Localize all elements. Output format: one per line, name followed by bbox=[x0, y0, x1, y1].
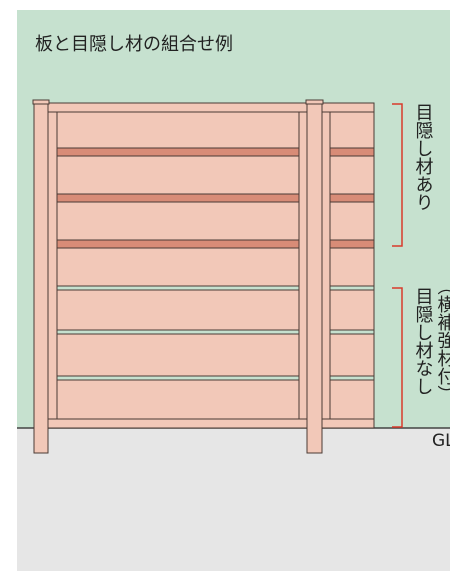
fence-post-left bbox=[33, 101, 49, 454]
board-gap bbox=[329, 375, 375, 381]
screen-batten bbox=[56, 239, 300, 249]
board bbox=[329, 333, 375, 377]
board bbox=[329, 247, 375, 287]
screen-batten bbox=[329, 193, 375, 203]
bracket-with-screen bbox=[392, 103, 403, 247]
board bbox=[329, 289, 375, 331]
bottom-rail bbox=[47, 418, 375, 429]
screen-batten bbox=[56, 193, 300, 203]
board-gap bbox=[329, 329, 375, 335]
label-reinforcement: （横補強材付） bbox=[435, 277, 450, 403]
ground-level-label: GL bbox=[432, 431, 450, 451]
board bbox=[329, 155, 375, 195]
post-cap bbox=[305, 99, 324, 105]
board bbox=[329, 111, 375, 149]
page-title: 板と目隠し材の組合せ例 bbox=[35, 34, 233, 55]
board bbox=[56, 155, 300, 195]
board bbox=[56, 111, 300, 149]
board-gap bbox=[329, 285, 375, 291]
board bbox=[56, 289, 300, 331]
board bbox=[56, 201, 300, 241]
board bbox=[329, 379, 375, 420]
label-without-screen: 目隠し材なし bbox=[413, 287, 434, 395]
screen-batten bbox=[329, 239, 375, 249]
board bbox=[56, 285, 300, 291]
board bbox=[56, 333, 300, 377]
frame-stile bbox=[47, 111, 58, 420]
top-rail bbox=[47, 102, 375, 113]
bracket-without-screen bbox=[392, 287, 403, 428]
board bbox=[329, 201, 375, 241]
frame-stile bbox=[321, 111, 331, 420]
board-gap bbox=[56, 329, 300, 335]
fence-post-middle bbox=[306, 101, 323, 454]
board bbox=[56, 379, 300, 420]
screen-batten bbox=[56, 147, 300, 157]
board bbox=[56, 247, 300, 287]
post-cap bbox=[32, 99, 50, 105]
ground-area bbox=[17, 428, 450, 571]
screen-batten bbox=[329, 147, 375, 157]
board-gap bbox=[56, 375, 300, 381]
frame-stile bbox=[298, 111, 308, 420]
fence bbox=[32, 99, 375, 454]
label-with-screen: 目隠し材あり bbox=[413, 103, 434, 211]
